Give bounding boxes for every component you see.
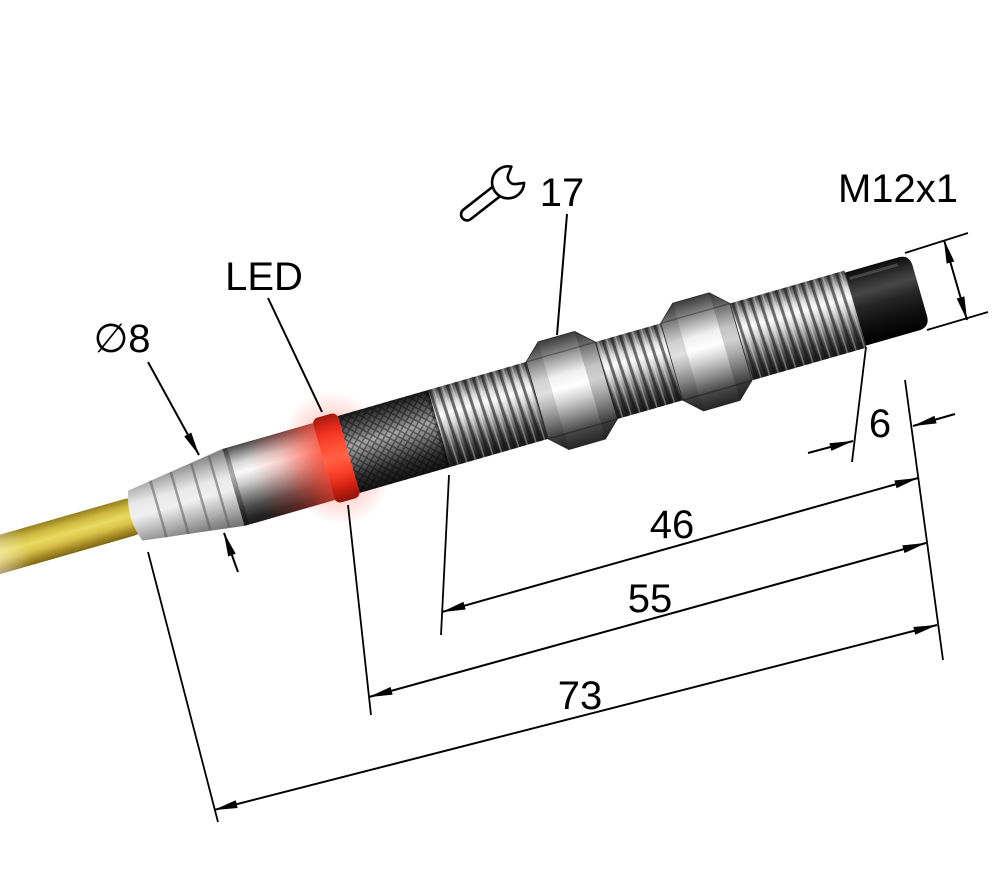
labels: ∅8 LED 17 M12x1 6 46 55 73 (93, 167, 958, 718)
label-led: LED (225, 255, 303, 299)
label-wrench-size: 17 (540, 171, 585, 215)
leader-wrench (556, 213, 568, 336)
cable (0, 498, 145, 584)
label-cable-diameter: ∅8 (93, 317, 150, 361)
thread-texture (428, 270, 867, 467)
sleeve-edge (222, 447, 250, 526)
cable-gland-boot (127, 449, 245, 541)
knurl-texture (337, 390, 451, 493)
cable-fade-highlight (0, 525, 37, 589)
boot-ribs (149, 455, 231, 538)
cap-highlight (849, 263, 899, 280)
dim-line-73 (213, 624, 938, 811)
sensor-body (0, 256, 928, 589)
ext-line-tip (904, 379, 944, 661)
ext-line-73-left (147, 551, 219, 823)
label-dim-46: 46 (650, 503, 695, 547)
hex-nut-front (525, 330, 618, 450)
label-dim-73: 73 (558, 674, 603, 718)
label-dim-55: 55 (628, 577, 673, 621)
ext-line-m12-bottom (926, 311, 989, 331)
leader-cable-diameter (147, 361, 200, 456)
dim-line-6-right (912, 413, 956, 427)
leader-lines (147, 213, 568, 573)
label-thread-spec: M12x1 (838, 167, 958, 211)
label-cap-length: 6 (869, 402, 891, 446)
leader-cable-diameter-opposite (223, 532, 239, 573)
dim-line-m12-diameter (943, 239, 968, 321)
dimension-lines (213, 239, 968, 811)
hex-nut-rear (660, 292, 753, 412)
ext-line-m12-top (904, 232, 969, 254)
leader-led (267, 297, 323, 413)
ext-line-cap-start (851, 346, 867, 463)
dim-line-6-left (807, 440, 854, 454)
wrench-icon (459, 165, 526, 222)
connector-cap (844, 256, 928, 346)
ext-line-55-left (347, 504, 372, 716)
